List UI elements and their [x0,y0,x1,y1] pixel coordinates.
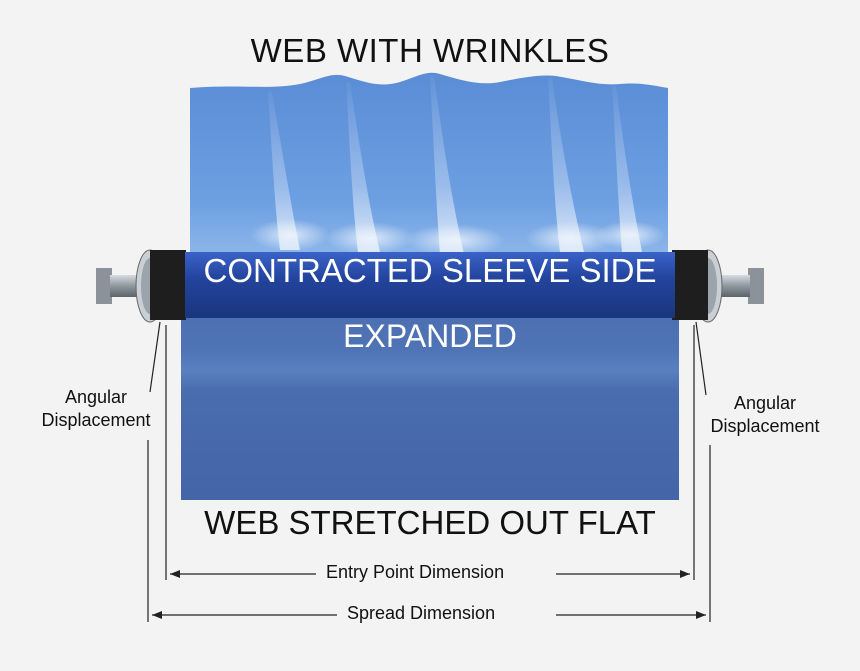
right-shaft-assembly [672,249,764,323]
entry-point-dimension-label: Entry Point Dimension [316,562,515,583]
dimension-arrowheads [152,570,706,619]
left-shaft-assembly [96,249,186,323]
spread-dimension-label: Spread Dimension [337,603,506,624]
expanded-label: EXPANDED [343,318,517,354]
contracted-sleeve-side-label: CONTRACTED SLEEVE SIDE [203,252,657,289]
callout-lines [147,321,711,622]
title-web-with-wrinkles: WEB WITH WRINKLES [250,32,610,69]
roller-sleeve [185,252,675,318]
wrinkled-web [190,72,668,259]
flat-web [181,300,679,500]
title-web-stretched-out-flat: WEB STRETCHED OUT FLAT [204,504,656,541]
wrinkle-creases [250,76,665,256]
